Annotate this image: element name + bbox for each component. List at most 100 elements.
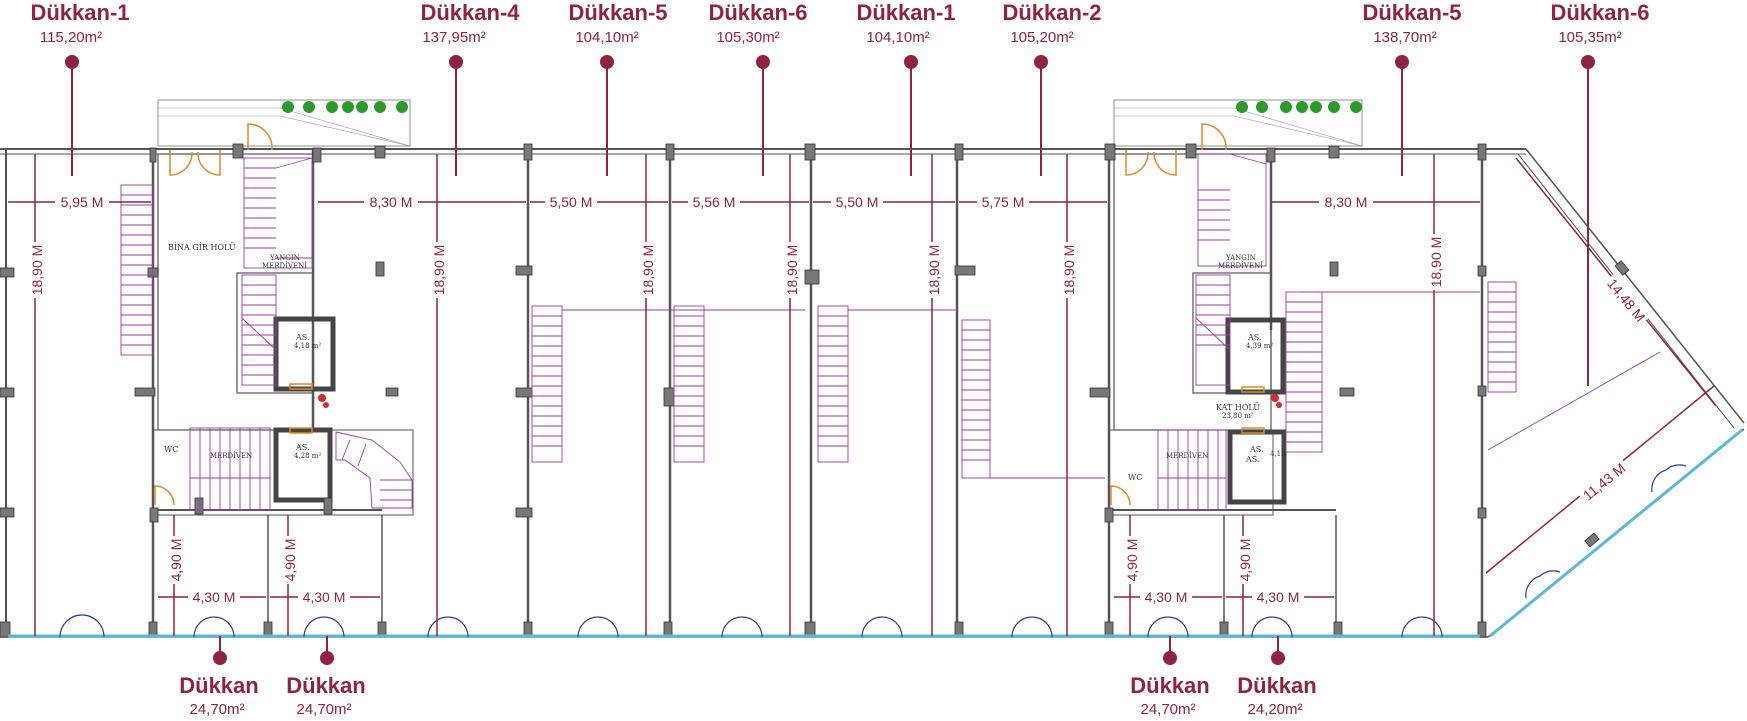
dimension-width: 5,75 M bbox=[982, 194, 1025, 210]
dimension-lines bbox=[8, 154, 1717, 636]
stair-icon bbox=[1195, 274, 1231, 386]
door-icon bbox=[1201, 123, 1227, 151]
room-label: AS. bbox=[1249, 445, 1264, 454]
dimension-depth: 18,90 M bbox=[926, 245, 942, 296]
room-label: KAT HOLÜ bbox=[1216, 403, 1260, 412]
stair-icon bbox=[1285, 291, 1480, 453]
unit-label-name: Dükkan-5 bbox=[568, 0, 667, 25]
stair-icon bbox=[961, 319, 1105, 479]
unit-label-name: Dükkan-2 bbox=[1002, 0, 1101, 25]
pin-dot bbox=[1581, 55, 1595, 69]
dimension-depth: 18,90 M bbox=[431, 245, 447, 296]
room-label: AS. bbox=[1247, 333, 1262, 342]
door-icon bbox=[59, 614, 105, 638]
unit-label-name: Dükkan-1 bbox=[30, 0, 129, 25]
stair-icon bbox=[241, 274, 277, 386]
dimension-width: 8,30 M bbox=[1325, 194, 1368, 210]
dimension-depth: 18,90 M bbox=[29, 245, 45, 296]
door-icon bbox=[721, 616, 763, 638]
door-icon bbox=[1011, 616, 1053, 638]
bottom-unit-labels: Dükkan 24,70m² Dükkan 24,70m² Dükkan 24,… bbox=[179, 673, 1316, 718]
elevator-icon bbox=[1225, 317, 1286, 395]
shop-front-glazing bbox=[8, 428, 1743, 638]
unit-label-name: Dükkan-6 bbox=[708, 0, 807, 25]
pin-dot bbox=[1163, 651, 1177, 665]
dimension-width-small: 4,30 M bbox=[1145, 589, 1188, 605]
dimension-diagonal: 14,48 M bbox=[1604, 275, 1648, 324]
pin-dot bbox=[213, 651, 227, 665]
door-icon bbox=[193, 616, 235, 638]
room-label: 4,18 bbox=[1270, 450, 1286, 458]
dimension-depth: 18,90 M bbox=[1428, 237, 1444, 288]
door-icon bbox=[577, 616, 619, 638]
unit-label-name: Dükkan-4 bbox=[420, 0, 520, 25]
stairs bbox=[120, 153, 1661, 511]
door-icon bbox=[1525, 570, 1561, 599]
dimension-depth-small: 4,90 M bbox=[282, 539, 298, 582]
room-label: BİNA GİR HOLÜ bbox=[168, 243, 236, 252]
pin-dot bbox=[320, 651, 334, 665]
pin-dot bbox=[904, 55, 918, 69]
door-icon bbox=[1147, 616, 1189, 638]
door-icon bbox=[1251, 616, 1293, 638]
unit-label-area: 104,10m² bbox=[575, 29, 638, 46]
room-label: MERDİVENİ bbox=[1218, 261, 1263, 270]
door-icon bbox=[1651, 464, 1687, 493]
door-icon bbox=[427, 616, 469, 638]
room-label: WC bbox=[1128, 473, 1142, 482]
stair-icon bbox=[1197, 153, 1267, 267]
unit-label-name: Dükkan bbox=[1130, 673, 1209, 698]
door-icon bbox=[1125, 150, 1177, 176]
unit-label-area: 105,20m² bbox=[1010, 29, 1073, 46]
front-doors bbox=[59, 464, 1687, 638]
pin-dot bbox=[1034, 55, 1048, 69]
dimension-diagonal: 11,43 M bbox=[1580, 460, 1629, 504]
room-label: 4,18 m² bbox=[294, 342, 321, 350]
room-label: WC bbox=[164, 445, 178, 454]
room-labels: BİNA GİR HOLÜ YANGIN MERDİVENİ AS. 4,18 … bbox=[164, 243, 1286, 482]
unit-label-area: 137,95m² bbox=[422, 29, 485, 46]
room-label: YANGIN bbox=[1225, 254, 1256, 262]
columns bbox=[0, 143, 1630, 638]
dimension-depth: 18,90 M bbox=[784, 245, 800, 296]
dimension-width: 5,56 M bbox=[693, 194, 736, 210]
stair-icon bbox=[120, 184, 154, 356]
pin-dot bbox=[65, 55, 79, 69]
garden-strip-left bbox=[157, 99, 411, 147]
door-icon bbox=[169, 150, 221, 176]
dimension-depth-small: 4,90 M bbox=[1124, 539, 1140, 582]
elevator-icon bbox=[273, 316, 336, 392]
elevator-icon bbox=[1227, 429, 1287, 505]
unit-label-area: 105,35m² bbox=[1558, 29, 1621, 46]
dimension-width: 5,50 M bbox=[550, 194, 593, 210]
unit-label-area: 105,30m² bbox=[716, 29, 779, 46]
pin-dot bbox=[600, 55, 614, 69]
room-label: YANGIN bbox=[269, 254, 300, 262]
tree-icon bbox=[282, 101, 408, 113]
room-label: 23,80 m² bbox=[1222, 412, 1254, 420]
room-label: MERDİVEN bbox=[1166, 451, 1208, 460]
room-label: 4,28 m² bbox=[294, 452, 321, 460]
core-doors bbox=[154, 123, 1265, 506]
pin-dot bbox=[449, 55, 463, 69]
unit-label-name: Dükkan bbox=[286, 673, 365, 698]
unit-label-area: 24,70m² bbox=[296, 701, 351, 718]
unit-label-name: Dükkan bbox=[179, 673, 258, 698]
stair-icon bbox=[189, 427, 271, 511]
fire-extinguisher-icon bbox=[318, 394, 1282, 408]
dimension-width-small: 4,30 M bbox=[193, 589, 236, 605]
room-label: AS. bbox=[295, 443, 310, 452]
elevator-icon bbox=[273, 427, 333, 503]
garden-strip-right bbox=[1113, 99, 1363, 147]
dimension-depth: 18,90 M bbox=[1061, 245, 1077, 296]
tree-icon bbox=[1236, 101, 1362, 113]
door-icon bbox=[861, 616, 903, 638]
unit-label-area: 24,20m² bbox=[1247, 701, 1302, 718]
unit-label-name: Dükkan bbox=[1237, 673, 1316, 698]
stair-icon bbox=[1487, 281, 1661, 451]
dimension-width: 8,30 M bbox=[370, 194, 413, 210]
room-label: AS. bbox=[1245, 455, 1260, 464]
top-unit-labels: Dükkan-1 115,20m² Dükkan-4 137,95m² Dükk… bbox=[30, 0, 1649, 46]
label-pins bbox=[65, 55, 1595, 386]
